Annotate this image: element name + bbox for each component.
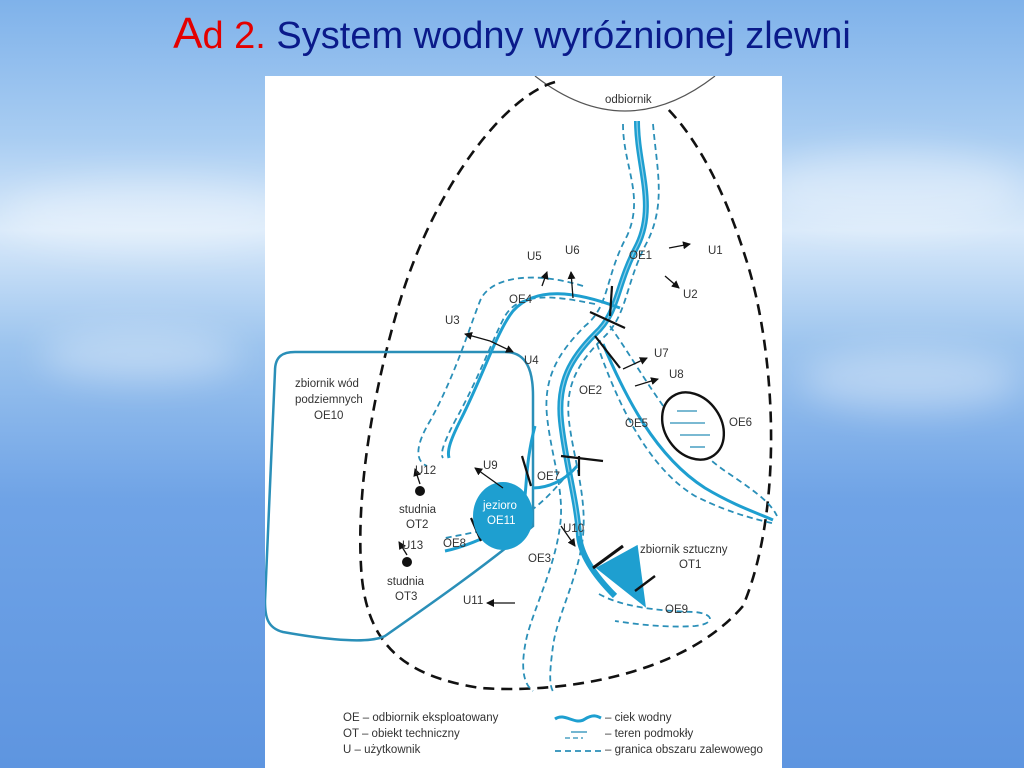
wetland-hatch <box>670 410 710 448</box>
label-u9: U9 <box>483 460 498 472</box>
label-u11: U11 <box>463 595 483 607</box>
label-well-ot2-name: studnia <box>399 504 437 516</box>
reservoir-dam-lower <box>634 575 656 592</box>
background-cloud <box>0 180 300 250</box>
legend-left-3: U – użytkownik <box>343 744 421 756</box>
label-well-ot3-name: studnia <box>387 576 425 588</box>
label-u7: U7 <box>654 348 669 360</box>
legend-right-2: – teren podmokły <box>605 728 693 740</box>
label-u13: U13 <box>402 540 423 552</box>
lake-shape <box>473 482 533 550</box>
legend: OE – odbiornik eksploatowany OT – obiekt… <box>343 712 763 756</box>
background-cloud <box>800 350 1020 410</box>
label-oe1: OE1 <box>629 250 652 262</box>
diagram-panel: odbiornik jezioro OE11 <box>265 76 782 768</box>
label-u12: U12 <box>415 465 436 477</box>
label-aquifer-3: OE10 <box>314 410 343 422</box>
aquifer-outline <box>265 350 535 642</box>
receiver-label: odbiornik <box>605 94 652 106</box>
label-oe4: OE4 <box>509 294 533 306</box>
label-u3: U3 <box>445 315 460 327</box>
label-oe5: OE5 <box>625 418 648 430</box>
main-stream-outline <box>559 120 647 537</box>
label-u4: U4 <box>524 355 539 367</box>
user-arrows <box>398 241 691 607</box>
label-u8: U8 <box>669 369 684 381</box>
well-ot3-marker <box>402 557 412 567</box>
title-prefix: Ad 2. <box>173 9 266 58</box>
label-u6: U6 <box>565 245 580 257</box>
label-reservoir-name: zbiornik sztuczny <box>640 544 728 556</box>
label-u5: U5 <box>527 251 542 263</box>
label-oe2: OE2 <box>579 385 602 397</box>
background-cloud <box>760 150 1024 230</box>
lake-label: jezioro <box>482 500 517 512</box>
label-u10: U10 <box>563 523 584 535</box>
floodplain-boundaries <box>417 123 778 695</box>
label-oe9: OE9 <box>665 604 688 616</box>
legend-right-1: – ciek wodny <box>605 712 672 724</box>
label-well-ot2-code: OT2 <box>406 519 428 531</box>
label-aquifer-2: podziemnych <box>295 394 363 406</box>
wetland-shape <box>660 391 726 461</box>
lake-label-code: OE11 <box>487 515 516 527</box>
label-u1: U1 <box>708 245 723 257</box>
label-oe7: OE7 <box>537 471 560 483</box>
background-cloud <box>40 330 240 380</box>
label-well-ot3-code: OT3 <box>395 591 417 603</box>
label-reservoir-code: OT1 <box>679 559 701 571</box>
title-main: System wodny wyróżnionej zlewni <box>276 15 851 57</box>
legend-right-3: – granica obszaru zalewowego <box>605 744 763 756</box>
label-oe8: OE8 <box>443 538 466 550</box>
legend-left-1: OE – odbiornik eksploatowany <box>343 712 499 724</box>
watershed-diagram: odbiornik jezioro OE11 <box>265 76 778 756</box>
slide-title: Ad 2. System wodny wyróżnionej zlewni <box>0 8 1024 62</box>
label-aquifer-1: zbiornik wód <box>295 378 359 390</box>
legend-left-2: OT – obiekt techniczny <box>343 728 460 740</box>
well-ot2-marker <box>415 486 425 496</box>
watershed-boundary <box>358 80 773 691</box>
reservoir-shape <box>595 544 646 608</box>
reservoir-dam <box>592 544 624 570</box>
label-oe6: OE6 <box>729 417 752 429</box>
label-oe3: OE3 <box>528 553 551 565</box>
legend-stream-symbol <box>554 714 602 723</box>
hydro-structures <box>469 285 626 542</box>
receiver-shape <box>534 76 716 112</box>
label-u2: U2 <box>683 289 698 301</box>
